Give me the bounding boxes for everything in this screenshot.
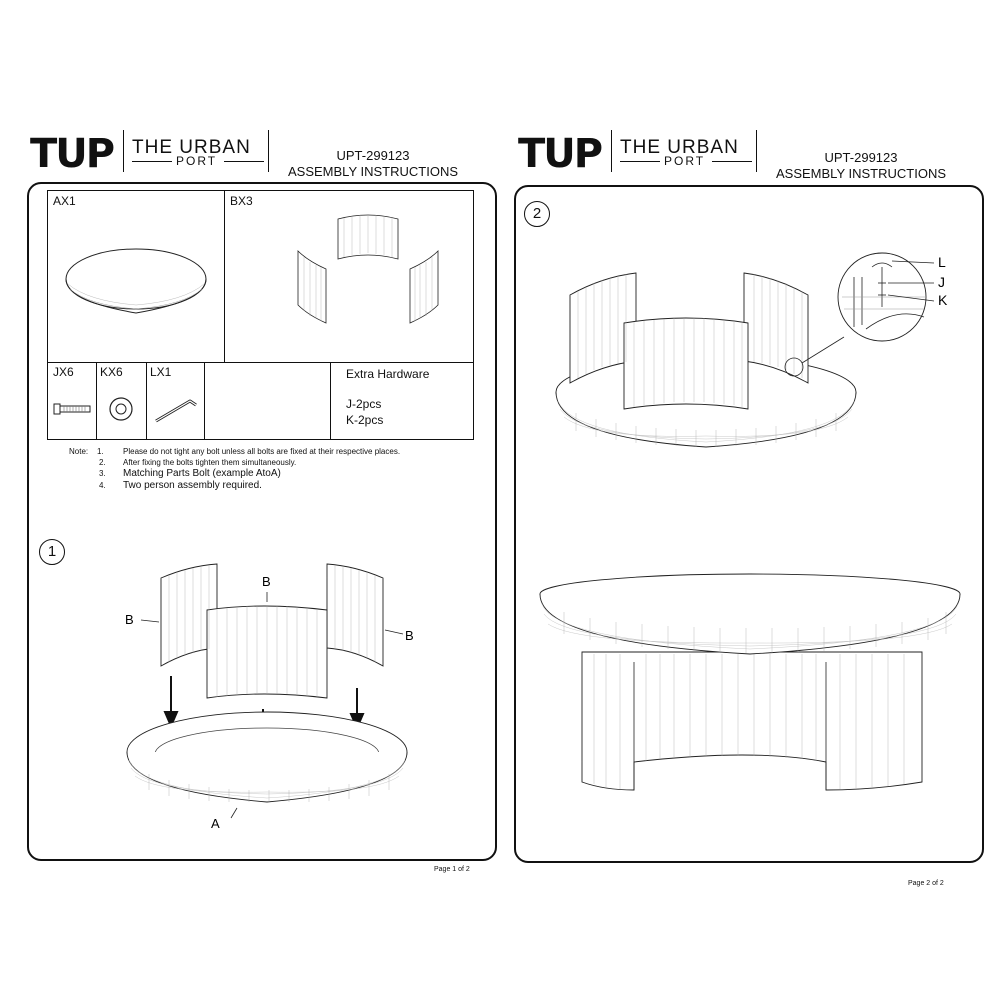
note-num-3: 3.: [99, 469, 106, 478]
note-text-2: After fixing the bolts tighten them simu…: [123, 458, 297, 467]
page1-frame: AX1 BX3 JX6 KX6 LX1 Extra Hardware J-2pc…: [27, 182, 497, 861]
product-code-2: UPT-299123: [824, 150, 898, 165]
note-text-3: Matching Parts Bolt (example AtoA): [123, 468, 281, 479]
page2-header: TUP THE URBAN PORT UPT-299123 ASSEMBLY I…: [516, 128, 976, 181]
note-num-4: 4.: [99, 481, 106, 490]
base-panels-illustration: [297, 214, 439, 324]
page2-number: Page 2 of 2: [908, 880, 944, 887]
step1-number: 1: [39, 539, 65, 565]
parts-table: AX1 BX3 JX6 KX6 LX1 Extra Hardware J-2pc…: [47, 190, 474, 440]
logo-divider: [123, 130, 124, 172]
table-col-divider-4: [330, 362, 331, 439]
brand-logo-mark-2: TUP: [518, 131, 603, 177]
table-col-divider-3: [204, 362, 205, 439]
part-label-bx: BX3: [230, 194, 253, 208]
note-text-4: Two person assembly required.: [123, 480, 262, 491]
table-col-divider-2: [146, 362, 147, 439]
part-label-jx: JX6: [53, 365, 74, 379]
step2-label-k: K: [938, 292, 948, 308]
step2-number: 2: [524, 201, 550, 227]
note-num-2: 2.: [99, 458, 106, 467]
doc-title-2: ASSEMBLY INSTRUCTIONS: [776, 166, 946, 181]
table-row-divider: [48, 362, 473, 363]
logo-divider-2: [611, 130, 612, 172]
brand-sub-line-right-2: [712, 161, 752, 162]
part-label-kx: KX6: [100, 365, 123, 379]
brand-sub-line-right: [224, 161, 264, 162]
extra-hardware-j: J-2pcs: [346, 397, 382, 411]
extra-hardware-k: K-2pcs: [346, 413, 384, 427]
step1-label-b-right: B: [405, 628, 414, 643]
page1-number: Page 1 of 2: [434, 866, 470, 873]
table-col-divider-top: [224, 191, 225, 362]
header-divider-2: [756, 130, 757, 172]
brand-name-2: THE URBAN: [620, 137, 739, 158]
allen-key-icon: [155, 399, 197, 423]
tabletop-illustration: [65, 248, 207, 314]
brand-sub: PORT: [176, 154, 218, 168]
part-label-ax: AX1: [53, 194, 76, 208]
brand-sub-line-left: [132, 161, 172, 162]
step1-label-a: A: [211, 816, 220, 831]
notes-prefix: Note:: [69, 447, 89, 456]
step2-base-illustration: L J K: [555, 252, 948, 448]
step2-label-j: J: [938, 274, 945, 290]
brand-sub-2: PORT: [664, 154, 706, 168]
brand-logo-mark: TUP: [30, 131, 115, 177]
brand-sub-line-left-2: [620, 161, 660, 162]
brand-name: THE URBAN: [132, 137, 251, 158]
step1-label-b-mid: B: [262, 574, 271, 589]
header-divider: [268, 130, 269, 172]
product-code: UPT-299123: [336, 148, 410, 163]
bolt-icon: [53, 403, 91, 415]
step1-illustration: B B B A: [125, 563, 414, 831]
doc-title: ASSEMBLY INSTRUCTIONS: [288, 164, 458, 179]
washer-icon: [109, 397, 133, 421]
assembled-table-illustration: [539, 573, 961, 791]
note-text-1: Please do not tight any bolt unless all …: [123, 447, 401, 456]
page1-header: TUP THE URBAN PORT UPT-299123 ASSEMBLY I…: [28, 128, 478, 180]
table-col-divider-1: [96, 362, 97, 439]
step1-label-b-left: B: [125, 612, 134, 627]
step2-label-l: L: [938, 254, 946, 270]
page2-frame: 2: [514, 185, 984, 863]
extra-hardware-title: Extra Hardware: [346, 367, 430, 381]
note-num-1: 1.: [97, 447, 104, 456]
part-label-lx: LX1: [150, 365, 172, 379]
